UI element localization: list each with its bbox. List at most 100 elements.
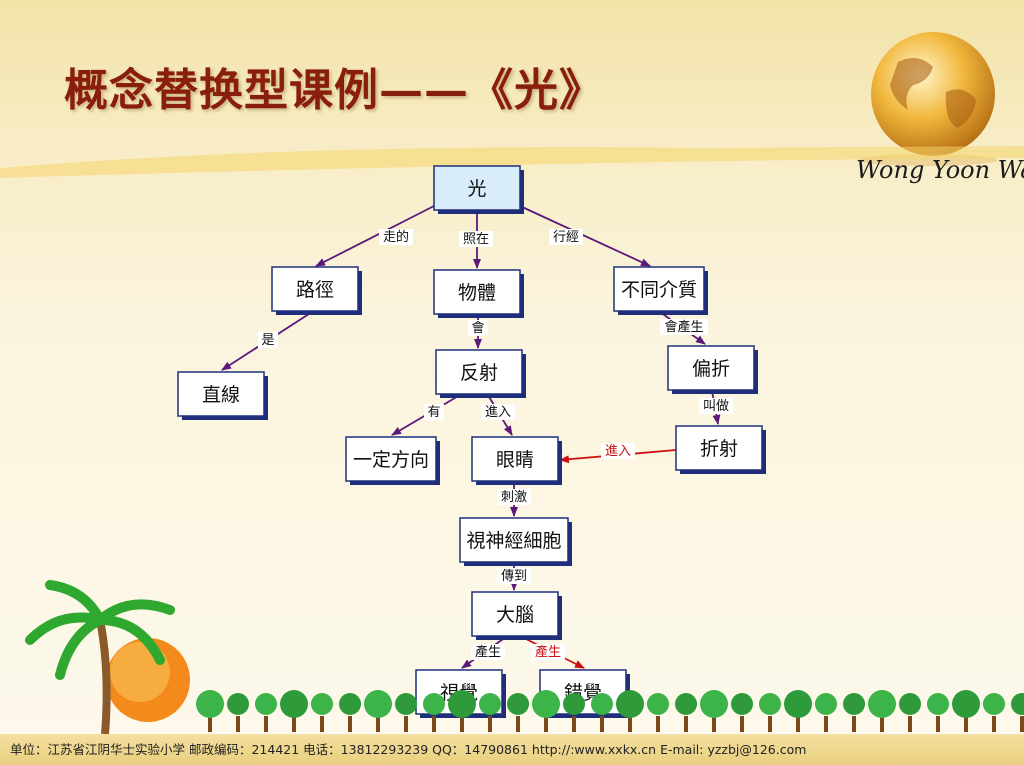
edge-label-bg	[497, 568, 531, 584]
tree-icon	[255, 693, 277, 732]
tree-icon	[868, 690, 896, 732]
node-label: 大腦	[496, 604, 534, 626]
node-label: 直線	[202, 384, 240, 406]
node-label: 折射	[700, 438, 738, 460]
edge-arrow-guang-butong	[519, 205, 651, 267]
node-box	[675, 425, 763, 471]
edge-label-bg	[468, 320, 488, 336]
node-yanjing: 眼睛	[471, 436, 562, 485]
tree-border	[25, 580, 1024, 734]
edge-label-bg	[379, 229, 413, 245]
tree-icon	[700, 690, 728, 732]
edge-label-fanshe-yanjing: 進入	[485, 405, 511, 420]
edge-label-bg	[424, 404, 444, 420]
tree-icon	[280, 690, 308, 732]
edge-label-danao-shijue: 產生	[475, 644, 501, 660]
node-zhixian: 直線	[177, 371, 268, 420]
node-label: 一定方向	[353, 449, 429, 471]
edge-label-wuti-fanshe: 會	[471, 321, 484, 336]
node-label: 光	[467, 178, 486, 200]
edge-label-shishen-danao: 傳到	[501, 569, 527, 584]
tree-icon	[784, 690, 812, 732]
footer-bar: 单位：江苏省江阴华士实验小学 邮政编码：214421 电话：1381229323…	[0, 734, 1024, 765]
node-yiding: 一定方向	[345, 436, 440, 485]
tree-icon	[364, 690, 392, 732]
node-shishen: 視神經細胞	[459, 517, 572, 566]
node-box	[459, 517, 569, 563]
node-lujing: 路徑	[271, 266, 362, 315]
edge-label-bg	[531, 644, 565, 660]
tree-icon	[339, 693, 361, 732]
tree-icon	[927, 693, 949, 732]
node-box	[345, 436, 437, 482]
node-box	[271, 266, 359, 312]
tree-icon	[899, 693, 921, 732]
node-zheshe: 折射	[675, 425, 766, 474]
node-label: 物體	[458, 282, 496, 304]
node-box	[433, 165, 521, 211]
tree-icon	[423, 693, 445, 732]
slide-title: 概念替换型课例——《光》	[64, 65, 604, 116]
tree-icon	[731, 693, 753, 732]
node-danao: 大腦	[471, 591, 562, 640]
tree-icon	[507, 693, 529, 732]
node-butong: 不同介質	[613, 266, 708, 315]
node-box	[177, 371, 265, 417]
node-label: 路徑	[296, 279, 334, 301]
node-box	[471, 591, 559, 637]
signature: Wong Yoon Wah	[856, 156, 1024, 184]
tree-icon	[395, 693, 417, 732]
node-label: 偏折	[692, 358, 730, 380]
edge-arrow-guang-lujing	[315, 205, 435, 267]
tree-icon	[227, 693, 249, 732]
node-box	[435, 349, 523, 395]
node-guang: 光	[433, 165, 524, 214]
node-fanshe: 反射	[435, 349, 526, 398]
edge-label-fanshe-yiding: 有	[427, 405, 440, 420]
tree-icon	[983, 693, 1005, 732]
edge-label-guang-butong: 行經	[553, 230, 579, 245]
tree-icon	[563, 693, 585, 732]
tree-icon	[479, 693, 501, 732]
tree-icon	[952, 690, 980, 732]
tree-icon	[1011, 693, 1024, 732]
header-band	[0, 146, 1024, 178]
edge-label-lujing-zhixian: 是	[261, 333, 274, 348]
edge-label-zheshe-yanjing: 進入	[605, 444, 631, 459]
edge-label-butong-pianzhe: 會產生	[664, 319, 703, 335]
edge-label-guang-lujing: 走的	[383, 229, 409, 245]
node-box	[667, 345, 755, 391]
edge-label-bg	[471, 644, 505, 660]
edge-label-bg	[497, 489, 531, 505]
tree-icon	[591, 693, 613, 732]
footer-contact: 单位：江苏省江阴华士实验小学 邮政编码：214421 电话：1381229323…	[10, 742, 807, 757]
tree-icon	[675, 693, 697, 732]
tree-icon	[448, 690, 476, 732]
edge-label-yanjing-shishen: 刺激	[501, 490, 527, 505]
node-wuti: 物體	[433, 269, 524, 318]
tree-icon	[532, 690, 560, 732]
node-label: 不同介質	[621, 279, 697, 301]
edge-label-bg	[549, 229, 583, 245]
node-label: 視神經細胞	[466, 530, 561, 552]
edge-label-bg	[660, 319, 708, 335]
edge-label-bg	[258, 332, 278, 348]
edge-label-danao-cuojue: 產生	[535, 644, 561, 660]
node-label: 反射	[460, 362, 498, 384]
tree-icon	[311, 693, 333, 732]
node-box	[613, 266, 705, 312]
edge-label-bg	[699, 398, 733, 414]
node-pianzhe: 偏折	[667, 345, 758, 394]
tree-icon	[196, 690, 224, 732]
node-label: 眼睛	[496, 449, 534, 471]
edge-label-bg	[601, 443, 635, 459]
tree-icon	[647, 693, 669, 732]
node-box	[471, 436, 559, 482]
tree-icon	[759, 693, 781, 732]
edge-label-bg	[459, 231, 493, 247]
edge-label-pianzhe-zheshe: 叫做	[703, 399, 729, 414]
tree-icon	[843, 693, 865, 732]
tree-icon	[616, 690, 644, 732]
